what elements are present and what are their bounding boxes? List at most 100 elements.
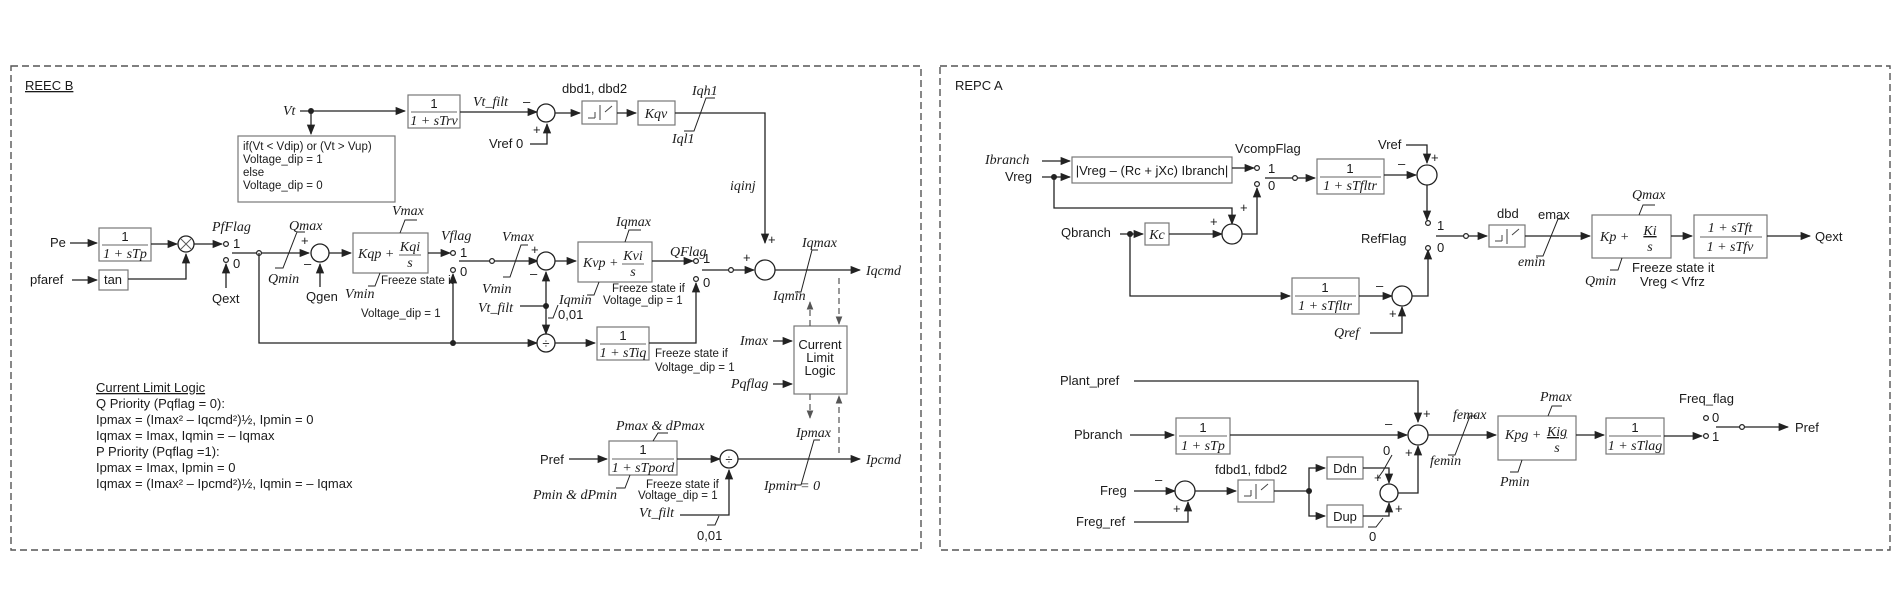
- summing-junction: [536, 251, 556, 271]
- svg-text:Kpg +: Kpg +: [1504, 428, 1541, 443]
- vmin-label: Vmin: [345, 287, 375, 302]
- tiq-filter-block: 1 1 + sTiq: [596, 326, 650, 361]
- svg-text:Kig: Kig: [1546, 425, 1567, 440]
- iqmin-label: Iqmin: [772, 289, 806, 304]
- svg-text:1: 1: [703, 251, 710, 266]
- dup-gain-block: Dup: [1326, 504, 1364, 528]
- freq-flag-switch-contact: [1702, 415, 1709, 422]
- pmax-label: Pmax & dPmax: [615, 419, 705, 434]
- svg-text:+: +: [1210, 214, 1218, 229]
- ipmax-label: Ipmax: [795, 426, 832, 441]
- qext-output-label: Qext: [1815, 229, 1843, 244]
- vref0-input-label: Vref 0: [489, 136, 523, 151]
- svg-text:1 + sTpord: 1 + sTpord: [612, 461, 676, 476]
- freeze-state-label: Freeze state if: [612, 283, 686, 295]
- tlag-filter-block: 1 1 + sTlag: [1605, 417, 1665, 455]
- notes-line: P Priority (Pqflag =1):: [96, 444, 220, 459]
- svg-text:Ki: Ki: [1642, 224, 1656, 239]
- svg-text:s: s: [1647, 240, 1653, 255]
- voltage-dip-line: Voltage_dip = 1: [243, 154, 323, 166]
- notes-line: Ipmax = Imax, Ipmin = 0: [96, 460, 235, 475]
- vmax-label: Vmax: [502, 230, 535, 245]
- p-pi-controller-block: Kpg + Kig s: [1497, 415, 1577, 461]
- vt-filt-label: Vt_filt: [473, 95, 509, 110]
- svg-text:0: 0: [233, 256, 240, 271]
- summing-junction: [1379, 483, 1399, 503]
- summing-junction: [1416, 164, 1438, 186]
- svg-text:Kc: Kc: [1148, 228, 1165, 243]
- qmax-label: Qmax: [289, 219, 323, 234]
- svg-text:+: +: [301, 233, 309, 248]
- tp-filter-block: 1 1 + sTp: [1175, 417, 1231, 455]
- deadband-block: [581, 100, 618, 125]
- ipcmd-output-label: Ipcmd: [865, 453, 902, 468]
- svg-text:1: 1: [121, 229, 128, 244]
- voltage-dip-condition: Voltage_dip = 1: [603, 295, 683, 307]
- vflag-switch-contact: [450, 250, 457, 257]
- femin-label: femin: [1430, 454, 1461, 469]
- tp-filter-block: 1 1 + sTp: [98, 227, 152, 262]
- kqv-gain-block: Kqv: [637, 100, 676, 126]
- notes-line: Iqmax = Imax, Iqmin = – Iqmax: [96, 428, 275, 443]
- svg-text:1: 1: [639, 442, 646, 457]
- svg-text:0: 0: [1712, 410, 1719, 425]
- svg-text:+: +: [533, 122, 541, 137]
- tpord-filter-block: 1 1 + sTpord: [608, 440, 678, 476]
- svg-text:+: +: [1173, 501, 1181, 516]
- voltage-dip-condition: Voltage_dip = 1: [655, 362, 735, 374]
- dbd-label: dbd: [1497, 206, 1519, 221]
- summing-junction: [1174, 480, 1196, 502]
- svg-text:–: –: [1385, 416, 1393, 431]
- pfflag-label: PfFlag: [211, 220, 251, 235]
- notes-line: Ipmax = (Imax² – Iqcmd²)½, Ipmin = 0: [96, 412, 313, 427]
- pbranch-input-label: Pbranch: [1074, 427, 1122, 442]
- femax-label: femax: [1453, 408, 1487, 423]
- emax-label: emax: [1538, 207, 1570, 222]
- svg-text:1: 1: [430, 96, 437, 111]
- iqinj-label: iqinj: [730, 179, 756, 194]
- kc-gain-block: Kc: [1144, 222, 1170, 246]
- svg-text:Kvi: Kvi: [622, 249, 643, 264]
- svg-text:Kp +: Kp +: [1599, 230, 1629, 245]
- svg-text:+: +: [1395, 501, 1403, 516]
- voltage-dip-line: else: [243, 167, 264, 179]
- svg-text:1: 1: [1437, 218, 1444, 233]
- svg-text:–: –: [1376, 278, 1384, 293]
- current-limit-logic-notes: Current Limit Logic Q Priority (Pqflag =…: [96, 380, 353, 491]
- svg-text:–: –: [304, 256, 312, 271]
- refflag-label: RefFlag: [1361, 231, 1407, 246]
- vt-filt-input-label: Vt_filt: [639, 506, 675, 521]
- svg-text:–: –: [530, 266, 538, 281]
- svg-text:1 + sTfltr: 1 + sTfltr: [1298, 299, 1352, 314]
- iq-output-limiter-glyph: [795, 249, 818, 293]
- svg-text:+: +: [531, 242, 539, 257]
- svg-text:s: s: [630, 265, 636, 280]
- svg-text:+: +: [1423, 406, 1431, 421]
- notes-title: Current Limit Logic: [96, 380, 206, 395]
- freg-input-label: Freg: [1100, 483, 1127, 498]
- summing-junction: [1407, 424, 1429, 446]
- vref-input-label: Vref: [1378, 137, 1402, 152]
- summing-junction: [310, 243, 330, 263]
- qref-input-label: Qref: [1334, 326, 1361, 341]
- vt-filt-input-label: Vt_filt: [478, 301, 514, 316]
- svg-text:+: +: [743, 250, 751, 265]
- vmax-label: Vmax: [392, 204, 425, 219]
- svg-text:s: s: [407, 256, 413, 271]
- svg-text:Kqi: Kqi: [399, 240, 420, 255]
- ibranch-input-label: Ibranch: [984, 153, 1029, 168]
- deadband-block: [1488, 224, 1526, 248]
- vcompflag-label: VcompFlag: [1235, 141, 1301, 156]
- refflag-switch-contact: [1424, 220, 1431, 227]
- q-pi-controller-block: Kp + Ki s: [1591, 214, 1672, 259]
- qgen-input-label: Qgen: [306, 289, 338, 304]
- svg-text:÷: ÷: [725, 452, 732, 467]
- svg-text:1: 1: [1199, 420, 1206, 435]
- q-limiter-glyph: [275, 231, 305, 269]
- multiplier-junction: [177, 235, 195, 253]
- iqcmd-output-label: Iqcmd: [865, 264, 902, 279]
- qmin-label: Qmin: [1585, 274, 1616, 289]
- svg-text:+: +: [1389, 306, 1397, 321]
- svg-text:1: 1: [1631, 420, 1638, 435]
